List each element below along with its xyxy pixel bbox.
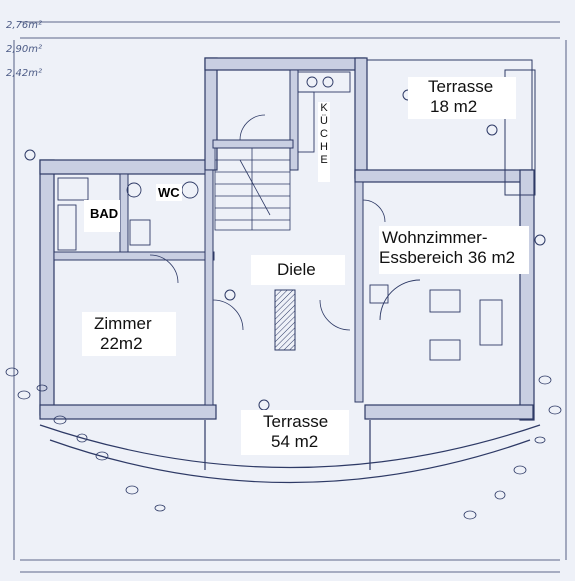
room-label-bad: BAD — [84, 200, 120, 232]
upper-terrace — [366, 59, 536, 196]
room-label-line: Wohnzimmer- — [382, 228, 488, 247]
dimension-lines — [13, 21, 567, 573]
level-markers — [24, 89, 546, 411]
room-label-terrasse-bottom: Terrasse 54 m2 — [241, 410, 349, 455]
room-label-diele: Diele — [251, 255, 345, 285]
curved-terrace — [39, 420, 541, 484]
living-room-furniture — [369, 279, 503, 361]
kitchen-counter — [297, 71, 351, 153]
room-label-terrasse-top: Terrasse 18 m2 — [408, 77, 516, 119]
bathroom-fixtures — [57, 177, 199, 251]
room-label-kueche: KÜCHE — [318, 102, 330, 182]
room-label-line: 22m2 — [100, 334, 143, 353]
gravel-stones — [5, 367, 562, 520]
handwritten-note: 2,76m² — [6, 20, 43, 31]
room-label-wohnzimmer: Wohnzimmer- Essbereich 36 m2 — [379, 226, 529, 274]
handwritten-note: 2,90m² — [6, 44, 43, 55]
handwritten-note: 2,42m² — [6, 68, 43, 79]
room-label-wc: WC — [156, 184, 182, 201]
staircase — [214, 147, 291, 231]
room-label-line: Zimmer — [94, 314, 152, 333]
room-label-zimmer: Zimmer 22m2 — [82, 312, 176, 356]
room-label-line: Essbereich 36 m2 — [379, 248, 516, 267]
room-label-line: 18 m2 — [430, 97, 478, 116]
room-label-line: Terrasse — [263, 412, 329, 431]
door-swings — [149, 114, 386, 331]
room-label-line: Terrasse — [428, 77, 494, 96]
room-label-line: 54 m2 — [271, 432, 319, 451]
